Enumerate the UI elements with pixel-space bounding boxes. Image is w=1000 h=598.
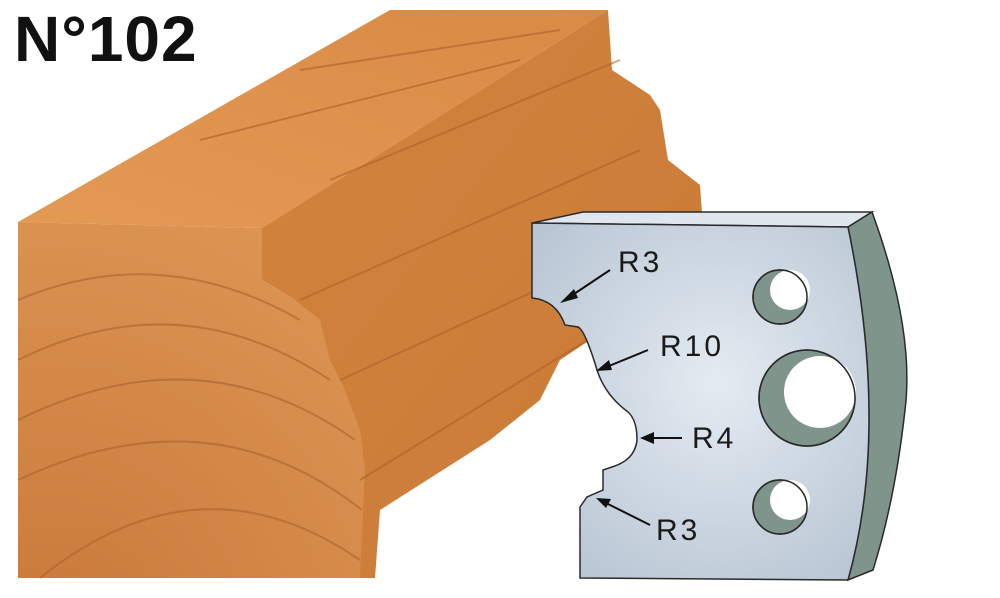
label-r3-top: R3 xyxy=(618,246,662,279)
wood-molding xyxy=(17,10,704,579)
wood-top-face xyxy=(18,10,608,228)
label-r3-bottom: R3 xyxy=(656,514,700,547)
cutter-knife xyxy=(531,210,908,582)
wood-profile-face xyxy=(262,10,704,578)
label-r4: R4 xyxy=(692,422,736,455)
wood-end-grain xyxy=(18,222,365,578)
radius-arrows xyxy=(560,269,682,526)
knife-holes xyxy=(752,269,856,535)
label-r10: R10 xyxy=(660,330,724,363)
product-number-title: N°102 xyxy=(14,3,198,75)
